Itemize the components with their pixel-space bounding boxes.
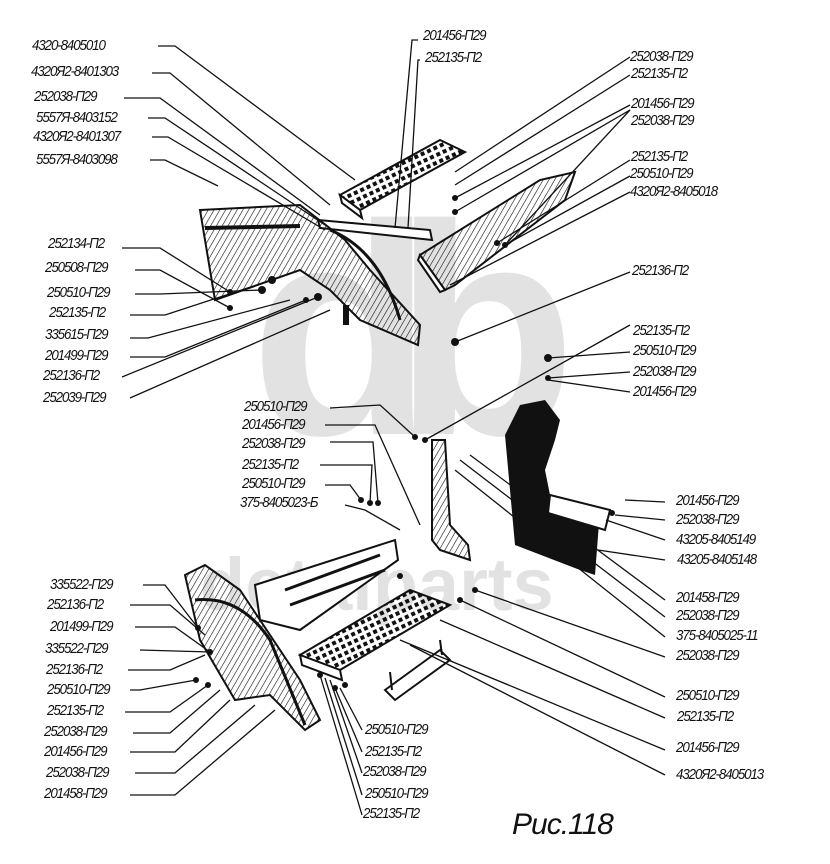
- part-label: 252135-П2: [633, 323, 690, 339]
- part-label: 252135-П2: [47, 703, 104, 719]
- part-label: 252038-П29: [46, 765, 110, 781]
- part-label: 4320Я2-8401303: [31, 64, 119, 80]
- mudflap-part: [505, 400, 612, 575]
- part-label: 252038-П29: [676, 648, 740, 664]
- part-label: 252135-П2: [631, 66, 688, 82]
- upper-step-part: [338, 138, 468, 221]
- part-label: 250510-П29: [630, 166, 694, 182]
- part-label: 43205-8405148: [677, 552, 757, 568]
- lower-panel-part: [253, 538, 400, 632]
- lower-step-part: [297, 588, 453, 702]
- part-label: 250510-П29: [47, 682, 111, 698]
- part-label: 43205-8405149: [676, 532, 756, 548]
- part-label: 252038-П29: [363, 764, 427, 780]
- part-label: 252038-П29: [44, 724, 108, 740]
- part-label: 201456-П29: [631, 96, 695, 112]
- part-label: 201499-П29: [45, 348, 109, 364]
- part-label: 250510-П29: [633, 343, 697, 359]
- part-label: 252136-П2: [632, 263, 689, 279]
- rear-left-wing-part: [183, 563, 322, 732]
- part-label: 335522-П29: [45, 641, 109, 657]
- part-label: 201456-П29: [633, 384, 697, 400]
- part-label: 252135-П2: [631, 149, 688, 165]
- part-label: 252135-П2: [425, 50, 482, 66]
- part-label: 252038-П29: [633, 364, 697, 380]
- part-label: 335522-П29: [50, 577, 114, 593]
- leader-lines: [121, 39, 666, 816]
- part-label: 252135-П2: [49, 305, 106, 321]
- part-label: 5557Я-8403152: [36, 110, 118, 126]
- part-label: 252038-П29: [34, 89, 98, 105]
- part-label: 4320-8405010: [32, 38, 106, 54]
- part-label: 252135-П2: [677, 709, 734, 725]
- part-label: 252135-П2: [365, 744, 422, 760]
- part-label: 252136-П2: [46, 662, 103, 678]
- part-label: 201456-П29: [44, 744, 108, 760]
- part-label: 201456-П29: [676, 493, 740, 509]
- part-label: 201499-П29: [50, 619, 114, 635]
- part-label: 250510-П29: [244, 399, 308, 415]
- part-label: 250510-П29: [676, 688, 740, 704]
- part-label: 201458-П29: [676, 590, 740, 606]
- part-label: 252038-П29: [242, 436, 306, 452]
- part-label: 201456-П29: [676, 740, 740, 756]
- part-label: 201456-П29: [242, 417, 306, 433]
- part-label: 201458-П29: [44, 786, 108, 802]
- part-label: 252038-П29: [630, 49, 694, 65]
- part-label: 201456-П29: [423, 28, 487, 44]
- part-label: 252136-П2: [43, 368, 100, 384]
- part-label: 250510-П29: [47, 285, 111, 301]
- part-label: 250510-П29: [242, 476, 306, 492]
- part-label: 250510-П29: [365, 786, 429, 802]
- part-label: 252038-П29: [676, 512, 740, 528]
- figure-caption: Рис.118: [512, 808, 614, 841]
- part-label: 250510-П29: [365, 722, 429, 738]
- part-label: 5557Я-8403098: [36, 152, 118, 168]
- part-label: 252136-П2: [47, 597, 104, 613]
- part-label: 252038-П29: [676, 608, 740, 624]
- part-label: 252038-П29: [631, 113, 695, 129]
- part-label: 252039-П29: [43, 390, 107, 406]
- part-label: 4320Я2-8401307: [33, 129, 121, 145]
- mudflap-bracket-part: [431, 439, 472, 562]
- part-label: 252135-П2: [242, 457, 299, 473]
- part-label: 4320Я2-8405013: [676, 767, 764, 783]
- part-label: 375-8405025-11: [676, 628, 759, 644]
- part-label: 4320Я2-8405018: [630, 184, 718, 200]
- part-label: 335615-П29: [45, 327, 109, 343]
- part-label: 375-8405023-Б: [240, 495, 319, 511]
- part-label: 252135-П2: [363, 806, 420, 822]
- part-label: 252134-П2: [48, 236, 105, 252]
- part-label: 250508-П29: [45, 260, 109, 276]
